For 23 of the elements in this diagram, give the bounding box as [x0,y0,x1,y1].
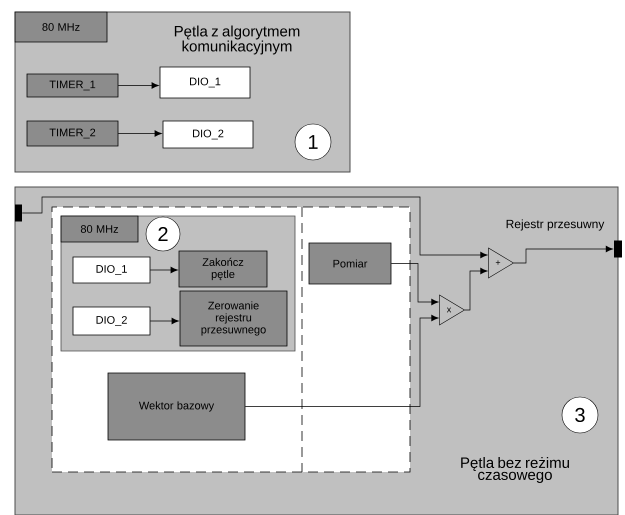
block-box: Zakończ pętle [178,250,268,288]
block-box: 80 MHz [14,12,108,42]
arrow [150,266,178,274]
block-box: Pomiar [308,242,392,284]
signal-label: Rejestr przesuwny [506,219,604,231]
arrow [118,82,159,89]
signal-box: DIO_1 [72,256,150,284]
arrow [22,196,488,258]
block-box: Zerowanie rejestru przesuwnego [180,290,288,346]
block-box: TIMER_2 [26,120,118,146]
arrow [513,246,613,264]
arrow [118,130,162,137]
arrow [150,318,179,324]
arrow [245,314,438,407]
arrow [391,263,438,306]
terminal-bar [15,204,22,222]
block-box: TIMER_1 [26,74,118,98]
signal-box: DIO_1 [160,66,250,98]
arrow [464,268,488,310]
signal-box: DIO_2 [162,120,254,148]
signal-box: DIO_2 [72,306,150,336]
block-box: Wektor bazowy [108,372,246,440]
block-box: 80 MHz [60,216,138,242]
